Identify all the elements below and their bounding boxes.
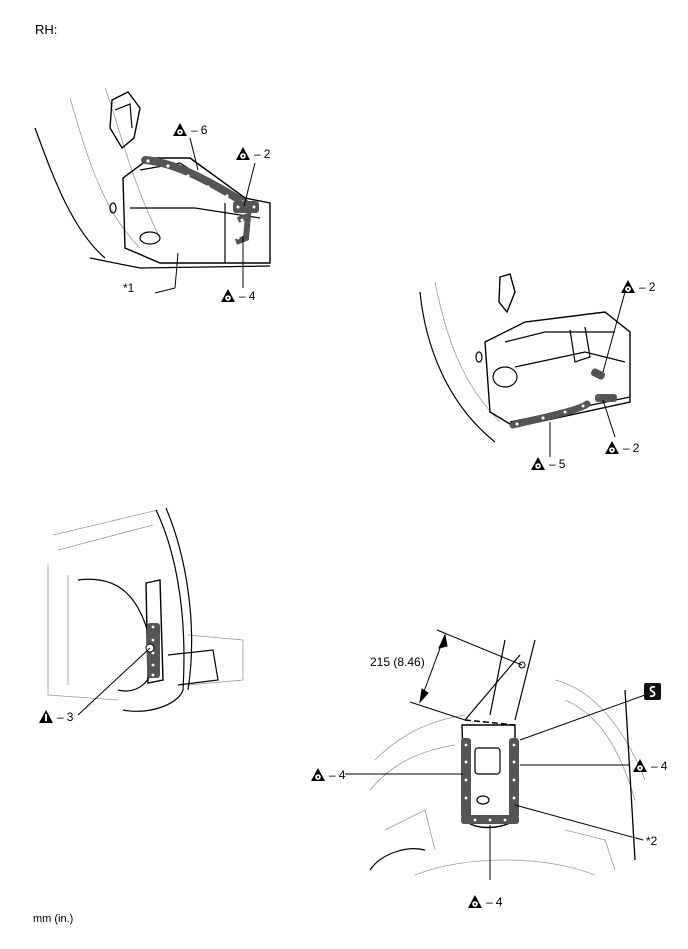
panel2-callout-2-bottom-label: 2 — [632, 440, 640, 455]
s-sealer-icon — [644, 683, 661, 700]
panel1-callout-2-label: 2 — [263, 146, 271, 161]
page-title: RH: — [35, 22, 58, 37]
panel4-callout-4-left: –4 — [310, 767, 345, 782]
panel4-callout-4-left-label: 4 — [338, 767, 346, 782]
panel4-callout-4-right: –4 — [632, 758, 667, 773]
panel3-callout-3: –3 — [38, 709, 73, 724]
panel1-callout-6: –6 — [172, 122, 207, 137]
triangle-spot-weld-icon — [236, 147, 250, 160]
panel2-callout-2-bottom: –2 — [604, 440, 639, 455]
panel4-ref-label: *2 — [646, 834, 658, 848]
panel2-diagram — [419, 273, 631, 457]
panel2-callout-5: –5 — [530, 456, 565, 471]
triangle-spot-weld-icon — [173, 123, 187, 136]
triangle-spot-weld-icon — [221, 289, 235, 302]
unit-note: mm (in.) — [33, 913, 74, 925]
triangle-spot-weld-icon — [605, 441, 619, 454]
triangle-spot-weld-icon — [531, 457, 545, 470]
panel4-diagram — [345, 629, 646, 880]
panel4-callout-4-bottom-label: 4 — [495, 894, 503, 909]
panel1-ref-label: *1 — [123, 281, 135, 295]
panel1-callout-2: –2 — [235, 146, 270, 161]
panel3-callout-3-label: 3 — [66, 709, 74, 724]
panel1-callout-4-label: 4 — [248, 288, 256, 303]
panel4-callout-4-bottom: –4 — [467, 894, 502, 909]
panel4-dimension-label: 215 (8.46) — [370, 655, 425, 669]
triangle-spot-weld-icon — [621, 280, 635, 293]
panel3-diagram — [47, 507, 244, 716]
panel4-callout-4-right-label: 4 — [660, 758, 668, 773]
panel1-diagram — [34, 87, 271, 294]
triangle-spot-weld-icon — [633, 759, 647, 772]
triangle-info-icon — [39, 710, 53, 723]
triangle-spot-weld-icon — [468, 895, 482, 908]
panel2-callout-2-top-label: 2 — [648, 279, 656, 294]
triangle-spot-weld-icon — [311, 768, 325, 781]
panel2-callout-5-label: 5 — [558, 456, 566, 471]
panel1-callout-6-label: 6 — [200, 122, 208, 137]
panel1-callout-4: –4 — [220, 288, 255, 303]
panel2-callout-2-top: –2 — [620, 279, 655, 294]
